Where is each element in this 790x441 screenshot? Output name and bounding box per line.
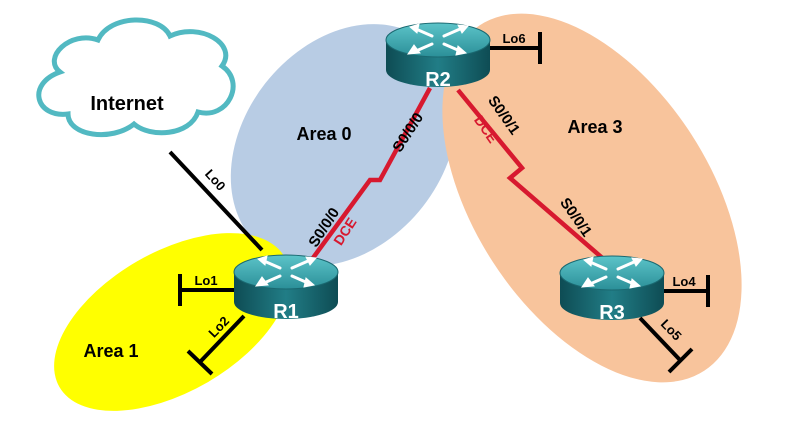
area-0-region (230, 24, 458, 266)
serial-link-r2-r3 (456, 88, 609, 264)
lo1-label: Lo1 (194, 273, 217, 288)
area-1-region (54, 233, 290, 411)
lo1-stub (178, 274, 236, 306)
internet-r1-link (168, 150, 264, 252)
area-0-label: Area 0 (296, 124, 351, 144)
area-3-label: Area 3 (567, 117, 622, 137)
lo4-label: Lo4 (672, 274, 696, 289)
router-r1-label: R1 (273, 301, 299, 323)
lo6-label: Lo6 (502, 31, 525, 46)
router-r3-label: R3 (599, 302, 625, 324)
internet-cloud-icon (36, 17, 236, 138)
serial-link-r1-r2 (308, 86, 432, 264)
lo2-stub (186, 314, 246, 376)
lo6-stub (490, 32, 542, 64)
area-1-label: Area 1 (83, 341, 138, 361)
lo5-stub (638, 316, 694, 374)
internet-label: Internet (90, 93, 164, 115)
router-r2-label: R2 (425, 69, 451, 91)
